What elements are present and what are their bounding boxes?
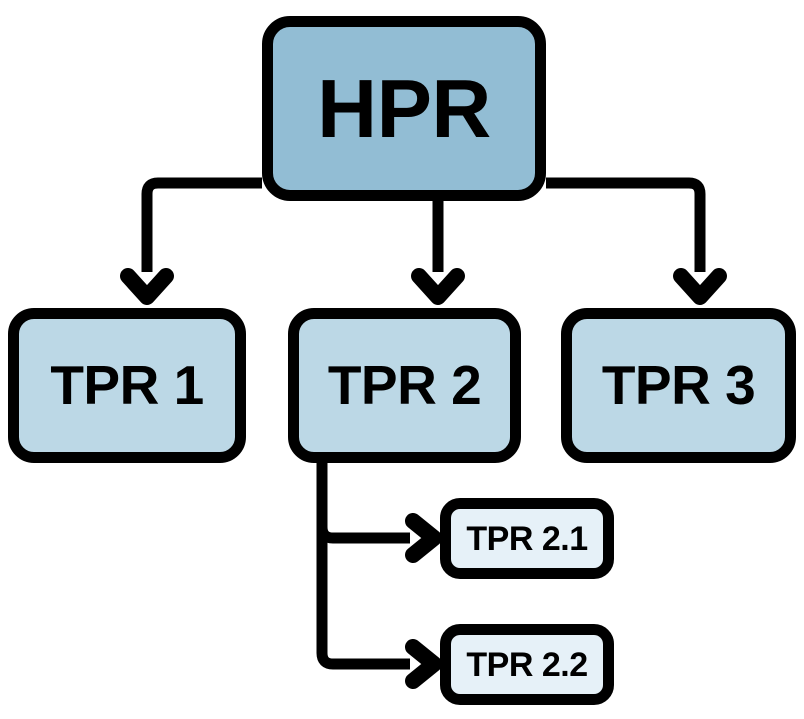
arrowhead-tpr2 bbox=[411, 268, 465, 305]
arrowhead-tpr21 bbox=[405, 513, 442, 563]
edge-tpr2-to-tpr22 bbox=[316, 463, 410, 670]
node-tpr-3-label: TPR 3 bbox=[601, 354, 756, 416]
arrowhead-tpr3 bbox=[673, 268, 727, 305]
node-tpr-2-1[interactable]: TPR 2.1 bbox=[440, 498, 614, 579]
node-tpr-2-2[interactable]: TPR 2.2 bbox=[440, 624, 614, 705]
node-hpr-label: HPR bbox=[317, 62, 491, 155]
node-tpr-2[interactable]: TPR 2 bbox=[288, 308, 521, 463]
arrowhead-tpr1 bbox=[120, 268, 174, 305]
edge-tpr2-to-tpr21 bbox=[316, 463, 410, 544]
node-tpr-1-label: TPR 1 bbox=[50, 354, 204, 416]
node-tpr-3[interactable]: TPR 3 bbox=[561, 308, 796, 463]
arrowhead-tpr22 bbox=[405, 639, 442, 689]
edge-hpr-to-tpr3 bbox=[546, 177, 706, 272]
node-tpr-2-label: TPR 2 bbox=[327, 354, 482, 416]
node-tpr-2-1-label: TPR 2.1 bbox=[466, 519, 588, 558]
node-hpr[interactable]: HPR bbox=[262, 16, 546, 201]
edge-hpr-to-tpr1 bbox=[141, 177, 262, 272]
node-tpr-2-2-label: TPR 2.2 bbox=[466, 645, 588, 684]
node-tpr-1[interactable]: TPR 1 bbox=[8, 308, 246, 463]
